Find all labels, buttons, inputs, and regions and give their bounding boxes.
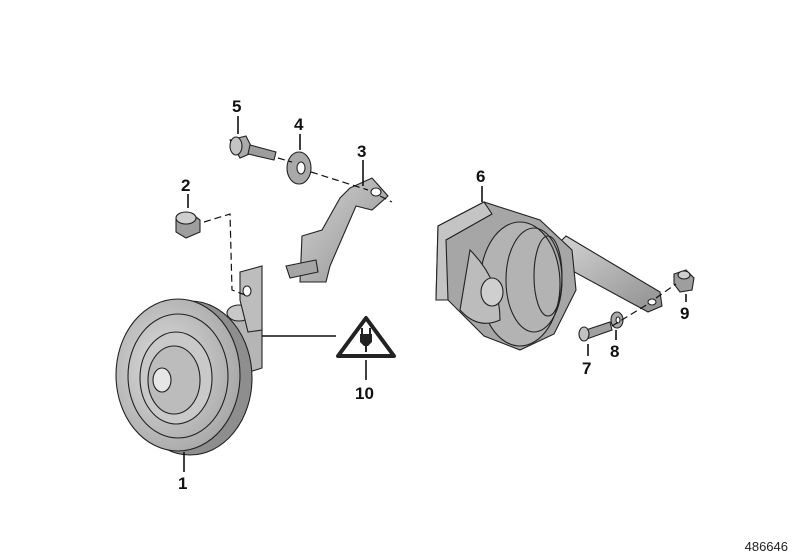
assembly-line-nut [203,213,249,297]
callout-3: 3 [357,142,366,161]
callout-4: 4 [294,115,304,134]
callout-1: 1 [178,474,187,493]
callout-8: 8 [610,342,619,361]
assembly-line-bracket [379,195,393,203]
assembly-line-washer [310,171,369,191]
washer-8 [610,311,624,329]
horn-round [115,298,263,456]
washer-4 [286,151,312,185]
callout-7: 7 [582,359,591,378]
assembly-line-bolt [277,157,293,163]
assembly-line-nut9 [655,283,677,299]
assembly-line-screw [611,303,649,327]
bracket [285,177,389,283]
horn-snail [435,201,663,351]
callout-2: 2 [181,176,190,195]
callout-6: 6 [476,167,485,186]
callout-5: 5 [232,97,241,116]
screw-7 [578,321,613,342]
nut-9 [673,269,695,293]
electrical-connector-warning-symbol [336,316,396,358]
callout-10: 10 [355,384,374,403]
image-number: 486646 [744,539,788,554]
callout-9: 9 [680,304,689,323]
bolt-5 [229,135,277,161]
nut [175,211,201,239]
horn1-mount-tab [239,265,263,333]
